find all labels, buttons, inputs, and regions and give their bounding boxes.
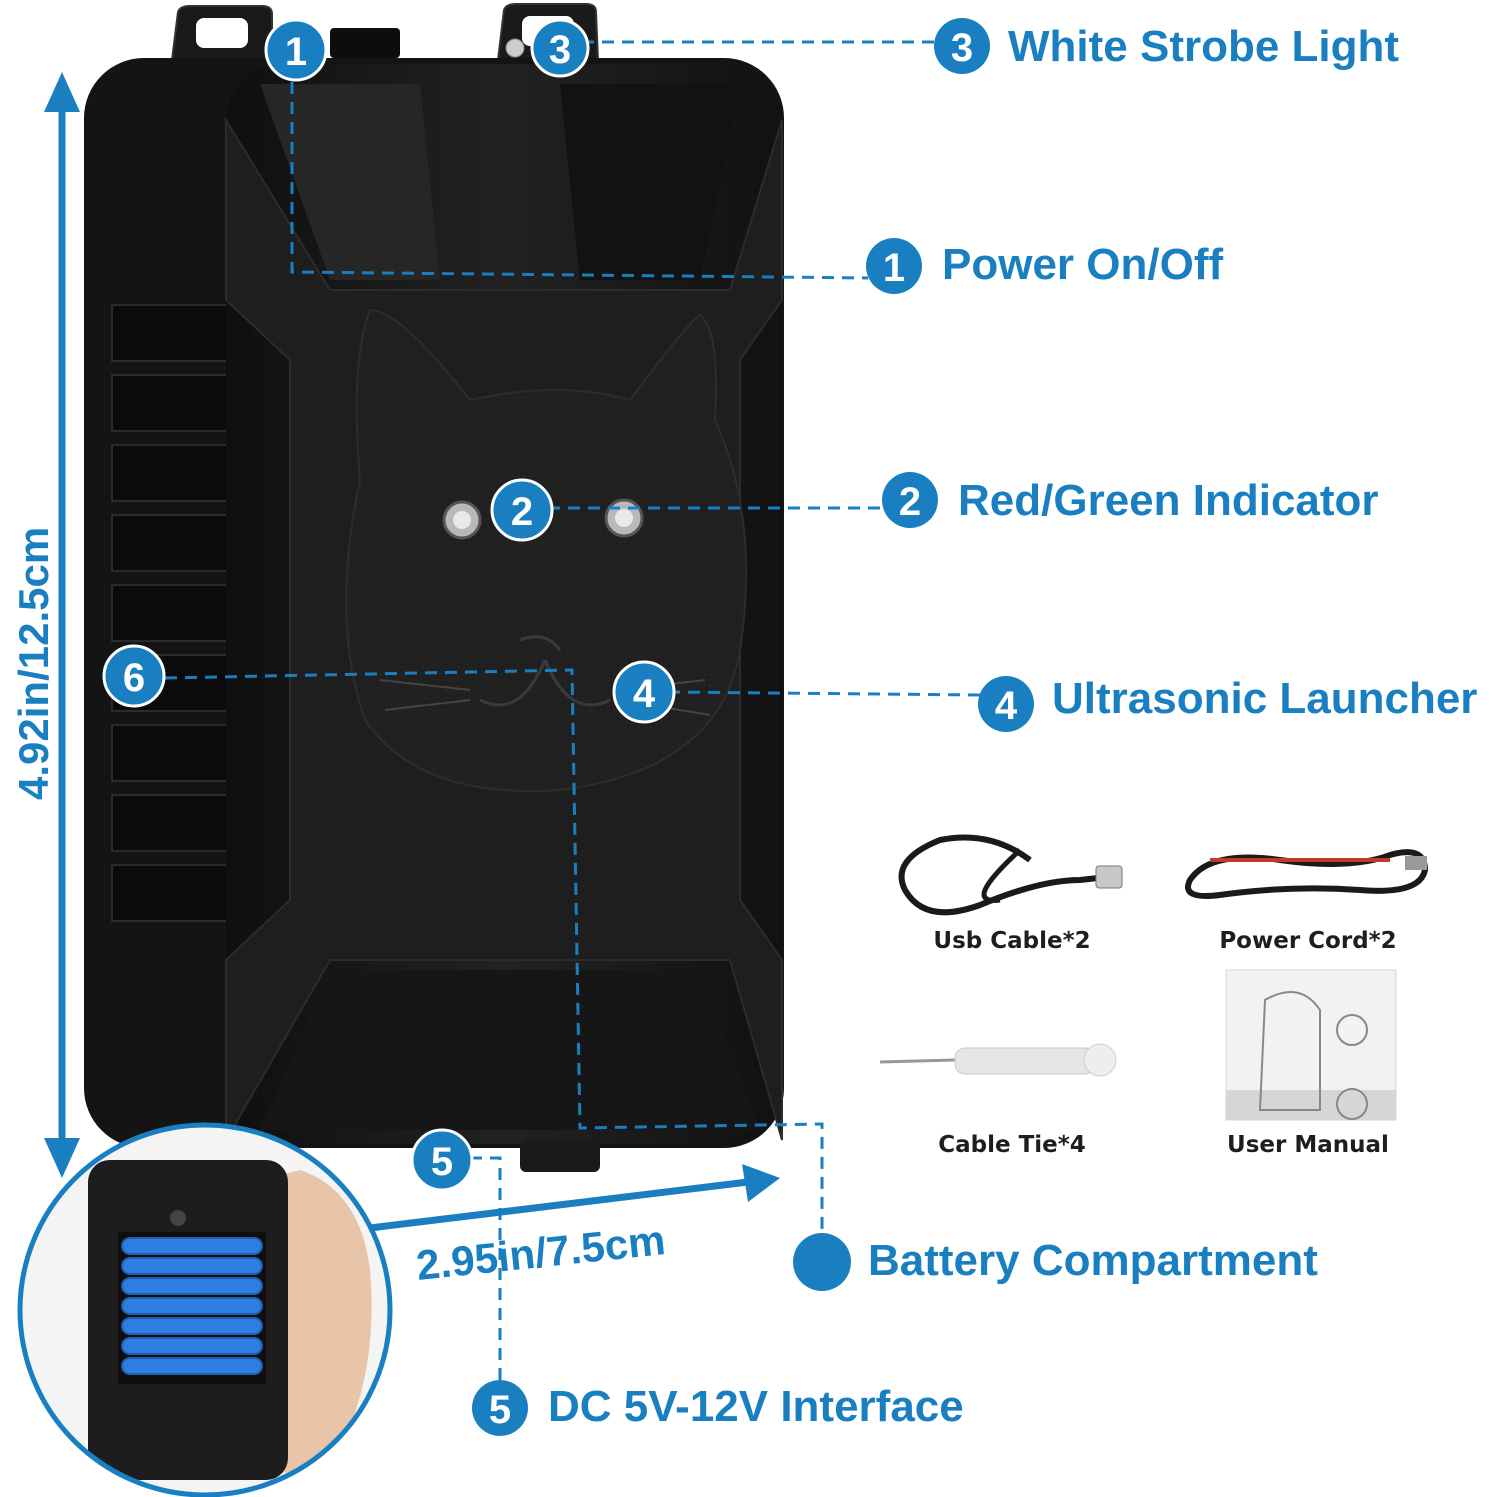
accessories	[879, 834, 1429, 1121]
width-dimension-arrow	[369, 1164, 780, 1232]
svg-text:5: 5	[489, 1388, 511, 1432]
svg-text:5: 5	[431, 1140, 453, 1184]
callout-badge-3: 3	[934, 18, 990, 74]
svg-text:2: 2	[899, 480, 921, 524]
device-marker-5: 5	[410, 1128, 474, 1192]
accessory-label-cable-tie: Cable Tie*4	[938, 1132, 1086, 1158]
accessory-label-power-cord: Power Cord*2	[1219, 928, 1397, 954]
device-marker-1: 1	[264, 18, 328, 82]
svg-text:4: 4	[995, 684, 1018, 728]
callout-badges: 3 1 2 4 5	[472, 18, 1034, 1436]
feature-label-white-strobe-light: White Strobe Light	[1008, 22, 1400, 71]
power-cord-icon	[1185, 849, 1429, 899]
width-dimension-label: 2.95in/7.5cm	[414, 1216, 667, 1289]
svg-text:6: 6	[123, 656, 145, 700]
leader-marker-6	[164, 668, 824, 1232]
device-marker-6: 6	[102, 644, 166, 708]
leader-launcher	[667, 690, 981, 697]
feature-label-ultrasonic-launcher: Ultrasonic Launcher	[1052, 674, 1478, 723]
callout-badge-2: 2	[882, 472, 938, 528]
leader-dc	[470, 1156, 502, 1380]
usb-cable-icon	[898, 834, 1123, 916]
device-illustration	[84, 3, 784, 1172]
leader-power	[290, 82, 869, 280]
leader-lines	[164, 40, 981, 1380]
manual-icon	[1225, 969, 1397, 1121]
svg-text:4: 4	[633, 672, 656, 716]
device-marker-3: 3	[530, 18, 590, 78]
callout-badge-1: 1	[866, 238, 922, 294]
svg-text:2: 2	[511, 490, 533, 534]
device-marker-4: 4	[612, 660, 676, 724]
svg-text:1: 1	[883, 246, 905, 290]
callout-badge-4: 4	[978, 676, 1034, 732]
svg-text:1: 1	[285, 30, 307, 74]
device-marker-2: 2	[490, 478, 554, 542]
accessory-label-user-manual: User Manual	[1227, 1132, 1389, 1158]
battery-inset	[17, 1122, 393, 1497]
svg-text:3: 3	[549, 28, 571, 72]
screwdriver-icon	[879, 1043, 1117, 1077]
callout-badge-battery	[793, 1233, 851, 1291]
feature-label-power-on-off: Power On/Off	[942, 240, 1224, 289]
feature-label-dc-interface: DC 5V-12V Interface	[548, 1382, 964, 1431]
feature-label-battery-compartment: Battery Compartment	[868, 1236, 1318, 1285]
height-dimension-label: 4.92in/12.5cm	[10, 527, 57, 800]
accessory-label-usb-cable: Usb Cable*2	[933, 928, 1091, 954]
height-dimension-arrow	[44, 72, 80, 1178]
callout-badge-5: 5	[472, 1380, 528, 1436]
feature-label-red-green-indicator: Red/Green Indicator	[958, 476, 1379, 525]
svg-text:3: 3	[951, 26, 973, 70]
device-markers: 1 3 2 6 4 5	[102, 18, 676, 1192]
